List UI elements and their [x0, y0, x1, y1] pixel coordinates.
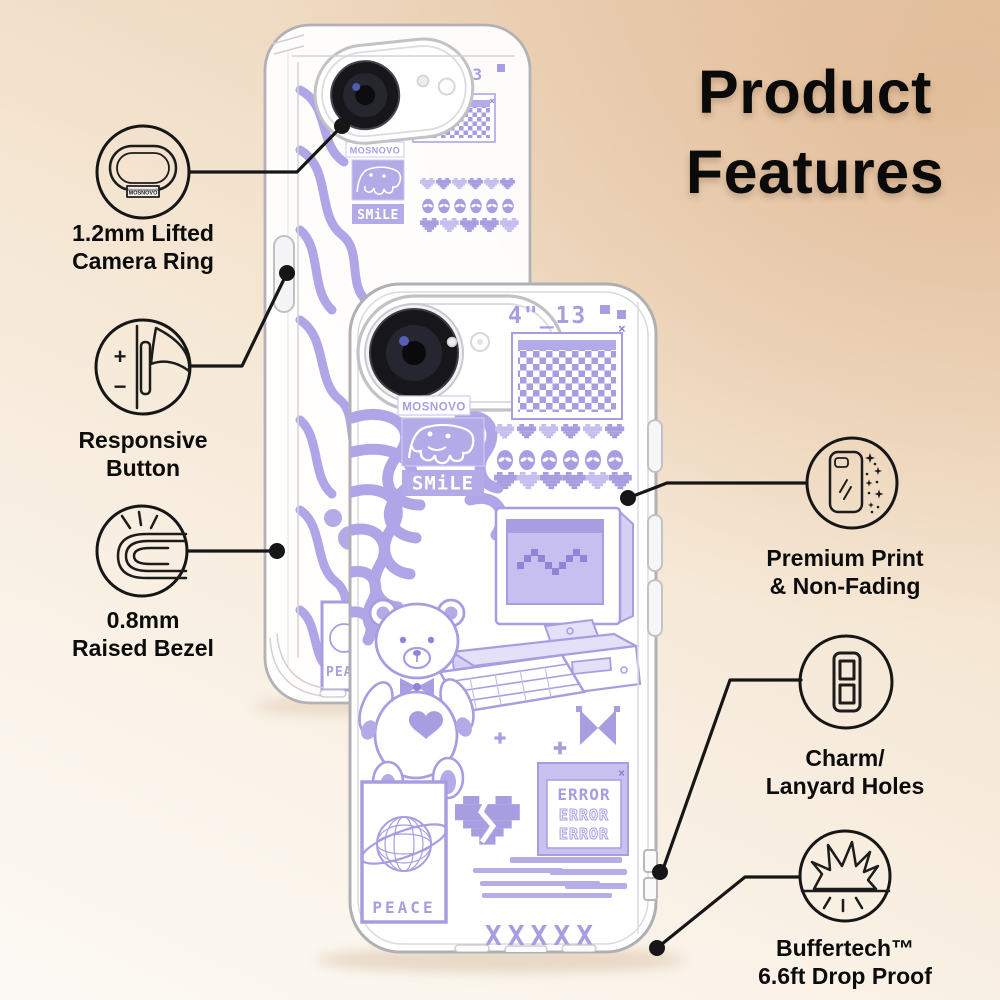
page-title: Product Features — [648, 52, 982, 212]
front-phone-case: 4"_13 × — [348, 282, 663, 954]
svg-text:MOSNOVO: MOSNOVO — [402, 402, 466, 414]
callout-drop-proof — [649, 829, 892, 956]
feature-label-camera-ring: 1.2mm Lifted Camera Ring — [72, 220, 214, 274]
callout-responsive-button: + − — [94, 265, 295, 416]
feature-label-drop-proof: Buffertech™ 6.6ft Drop Proof — [758, 935, 932, 989]
callout-raised-bezel — [95, 504, 285, 598]
svg-text:+: + — [114, 344, 127, 369]
side-button — [647, 579, 663, 637]
butterfly-pixel — [494, 706, 620, 755]
side-button — [647, 514, 663, 572]
callout-dot — [269, 543, 285, 559]
speaker-slot — [504, 945, 548, 952]
callout-line — [660, 678, 803, 874]
lanyard-holes-icon — [832, 651, 862, 713]
callout-line — [655, 875, 802, 950]
callout-camera-ring: MOSNOVO — [95, 118, 350, 220]
callout-circle — [805, 436, 899, 530]
responsive-button-icon: + − — [114, 324, 191, 410]
feature-label-premium-print: Premium Print & Non-Fading — [766, 545, 924, 599]
error-window: × ERROR ERROR ERROR — [537, 762, 629, 856]
callout-premium-print — [620, 436, 899, 530]
side-button — [647, 419, 663, 473]
callout-dot — [279, 265, 295, 281]
speaker-slot — [319, 689, 347, 698]
callout-dot — [652, 864, 668, 880]
svg-text:ERROR: ERROR — [559, 806, 609, 824]
bumper-corner — [269, 633, 325, 697]
broken-heart — [455, 794, 520, 845]
text-bars — [473, 857, 627, 898]
camera-ring-icon: MOSNOVO — [108, 144, 178, 198]
page-title-line1: Product — [698, 58, 932, 126]
camera-flash — [416, 74, 430, 88]
screen-waveform — [517, 549, 587, 575]
callout-dot — [334, 118, 350, 134]
retro-computer — [437, 506, 642, 735]
camera-module-back — [313, 37, 475, 145]
glitch-text-front: 4"_13 — [508, 303, 626, 329]
svg-text:ERROR: ERROR — [559, 825, 609, 843]
peace-poster-front: PEACE — [360, 780, 448, 924]
feature-label-responsive-button: Responsive Button — [78, 427, 208, 481]
brand-label-back: MOSNOVO — [345, 141, 405, 158]
callout-circle — [95, 124, 191, 220]
callout-circle — [798, 634, 894, 730]
checkerboard-sticker-front: × — [511, 322, 626, 420]
callout-line — [187, 124, 344, 174]
smile-sticker-front: SMiLE — [401, 417, 485, 496]
bear-heart — [409, 711, 443, 739]
planet-ring — [360, 823, 448, 865]
svg-text:ERROR: ERROR — [557, 785, 610, 804]
callout-circle — [94, 318, 192, 416]
raised-bezel-icon — [116, 510, 188, 580]
svg-text:×: × — [618, 322, 626, 337]
bumper-corner — [271, 34, 305, 55]
brand-label-front: MOSNOVO — [397, 395, 471, 416]
svg-text:4"_13: 4"_13 — [508, 303, 587, 329]
svg-text:×: × — [618, 766, 625, 780]
camera-sensor — [437, 77, 456, 96]
svg-text:×: × — [489, 96, 495, 107]
callout-line — [188, 271, 289, 368]
feature-label-charm-lanyard: Charm/ Lanyard Holes — [765, 745, 925, 799]
svg-text:MOSNOVO: MOSNOVO — [129, 191, 158, 197]
page-title-line2: Features — [685, 138, 945, 206]
svg-text:PEACE: PEACE — [372, 898, 435, 917]
callout-circle — [798, 829, 892, 923]
smile-sticker-back: SMiLE — [351, 159, 405, 224]
svg-text:SMiLE: SMiLE — [357, 208, 399, 223]
svg-text:SMiLE: SMiLE — [412, 473, 474, 495]
lanyard-holes — [643, 849, 658, 901]
feature-label-raised-bezel: 0.8mm Raised Bezel — [72, 607, 214, 661]
callout-charm-lanyard — [652, 634, 894, 880]
callout-dot — [620, 490, 636, 506]
art-blob — [324, 509, 342, 527]
callout-circle — [95, 504, 189, 598]
speaker-slot — [454, 944, 490, 952]
callout-dot — [649, 940, 665, 956]
svg-text:MOSNOVO: MOSNOVO — [350, 146, 401, 156]
speaker-slot — [561, 944, 597, 952]
svg-text:−: − — [114, 374, 127, 399]
teddy-bear — [358, 598, 475, 804]
drop-proof-icon — [800, 840, 891, 913]
camera-flash — [446, 336, 458, 348]
callout-line — [626, 481, 809, 500]
premium-print-icon — [828, 450, 884, 514]
